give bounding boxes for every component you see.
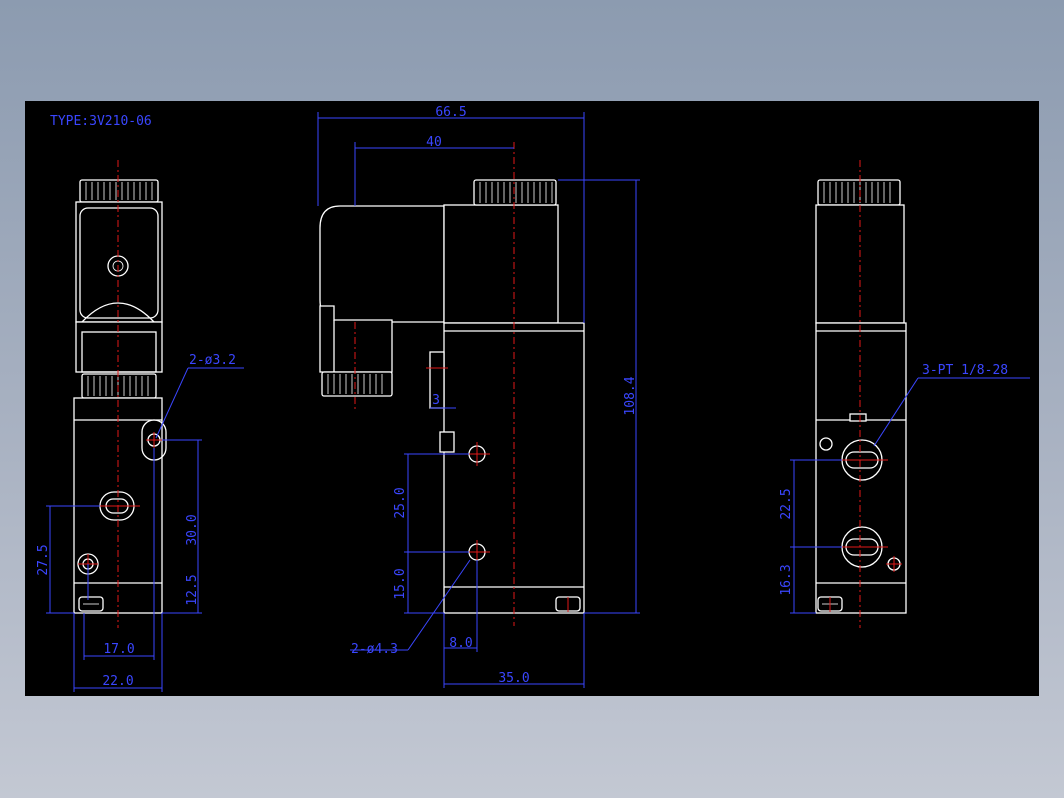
right-side-view: 3-PT 1/8-28 22.5 16.3 — [779, 160, 1030, 628]
dim-12-5: 12.5 — [185, 574, 200, 605]
dim-35: 35.0 — [498, 671, 529, 686]
hole-callout-left: 2-ø3.2 — [189, 353, 236, 368]
hole-callout-front: 2-ø4.3 — [351, 642, 398, 657]
dim-8: 8.0 — [449, 636, 472, 651]
dim-40: 40 — [426, 135, 442, 150]
dim-17: 17.0 — [103, 642, 134, 657]
dim-108-4: 108.4 — [623, 376, 638, 415]
dim-27-5: 27.5 — [36, 544, 51, 575]
dim-16-3: 16.3 — [779, 564, 794, 595]
port-callout: 3-PT 1/8-28 — [922, 363, 1008, 378]
dim-22: 22.0 — [102, 674, 133, 689]
dim-15: 15.0 — [393, 568, 408, 599]
dim-22-5: 22.5 — [779, 488, 794, 519]
dim-66-5: 66.5 — [435, 105, 466, 120]
dim-25: 25.0 — [393, 487, 408, 518]
dim-3: 3 — [432, 393, 440, 408]
front-view: 66.5 40 108.4 3 25.0 15.0 2-ø4.3 8.0 35.… — [317, 105, 640, 688]
dim-30: 30.0 — [185, 514, 200, 545]
left-side-view: 2-ø3.2 30.0 27.5 12.5 17.0 22.0 — [36, 160, 244, 692]
drawing-title: TYPE:3V210-06 — [50, 114, 152, 129]
